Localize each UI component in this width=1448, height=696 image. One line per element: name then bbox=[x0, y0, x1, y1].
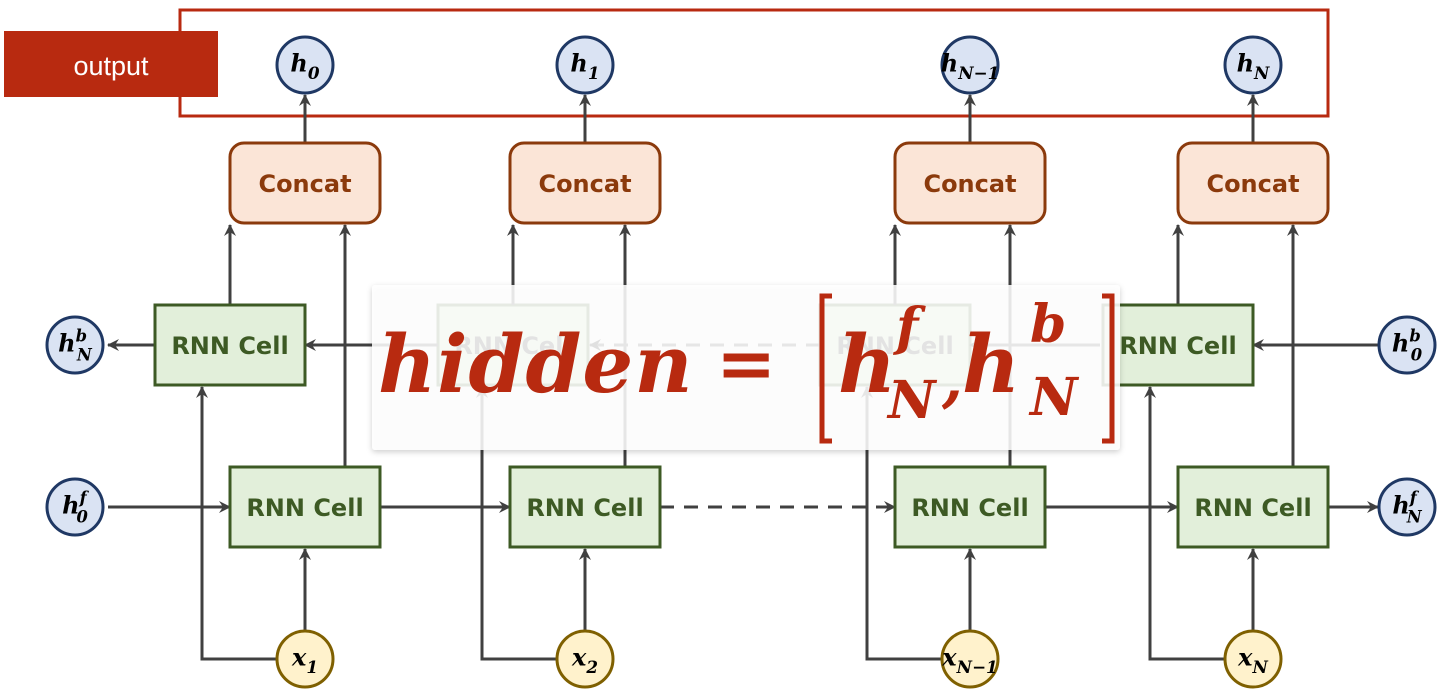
output-node-3-shape bbox=[1223, 35, 1283, 95]
forward-rnn-cell-3-label: RNN Cell bbox=[1194, 494, 1311, 522]
concat-box-0-label: Concat bbox=[258, 170, 351, 198]
formula-term1-base: h bbox=[838, 317, 896, 411]
forward-rnn-cell-2-shape bbox=[893, 465, 1047, 549]
formula-term2-base: h bbox=[962, 317, 1020, 411]
faded-backward-rnn-cell-1-label: RNN Cell bbox=[454, 332, 571, 360]
backward-final-state-shape bbox=[45, 315, 105, 375]
output-tab bbox=[4, 31, 218, 97]
backward-rnn-cell-0-label: RNN Cell bbox=[171, 332, 288, 360]
input-node-3-label: xN bbox=[1237, 643, 1268, 677]
forward-rnn-cell-0-shape bbox=[228, 465, 382, 549]
formula-left-bracket bbox=[819, 293, 832, 444]
input-node-3-shape bbox=[1223, 629, 1283, 689]
output-node-1-label: h1 bbox=[570, 49, 599, 83]
formula-equals: = bbox=[716, 320, 776, 405]
input-node-0-shape bbox=[275, 629, 335, 689]
output-tab-label: output bbox=[73, 51, 149, 81]
input-node-2-shape bbox=[940, 629, 1000, 689]
input-node-1-label: x2 bbox=[571, 643, 598, 677]
concat-box-3: Concat bbox=[1176, 141, 1330, 225]
output-node-0: h0 bbox=[275, 35, 335, 95]
input-node-1: x2 bbox=[555, 629, 615, 689]
forward-rnn-cell-3: RNN Cell bbox=[1176, 465, 1330, 549]
input-to-backward-arrow bbox=[1144, 386, 1225, 661]
backward-rnn-cell-0: RNN Cell bbox=[153, 303, 307, 387]
forward-rnn-cell-2-label: RNN Cell bbox=[911, 494, 1028, 522]
forward-rnn-cell-3-shape bbox=[1176, 465, 1330, 549]
forward-init-state-shape bbox=[45, 477, 105, 537]
input-node-2-label: xN−1 bbox=[941, 643, 997, 677]
concat-box-3-label: Concat bbox=[1206, 170, 1299, 198]
forward-rnn-cell-0-label: RNN Cell bbox=[246, 494, 363, 522]
faded-backward-rnn-cell-2: RNN Cell bbox=[818, 303, 972, 387]
formula-term1-sub: N bbox=[886, 370, 938, 431]
forward-final-state-shape bbox=[1377, 477, 1437, 537]
output-node-0-shape bbox=[275, 35, 335, 95]
formula-term2-sub: N bbox=[1028, 367, 1080, 428]
output-node-1-shape bbox=[555, 35, 615, 95]
input-node-2: xN−1 bbox=[940, 629, 1000, 689]
forward-rnn-cell-1-label: RNN Cell bbox=[526, 494, 643, 522]
concat-box-1: Concat bbox=[508, 141, 662, 225]
output-node-1: h1 bbox=[555, 35, 615, 95]
input-node-1-shape bbox=[555, 629, 615, 689]
forward-rnn-cell-0: RNN Cell bbox=[228, 465, 382, 549]
forward-rnn-cell-1-shape bbox=[508, 465, 662, 549]
formula-separator: , bbox=[941, 345, 963, 415]
input-node-0: x1 bbox=[275, 629, 335, 689]
concat-box-1-label: Concat bbox=[538, 170, 631, 198]
concat-box-2: Concat bbox=[893, 141, 1047, 225]
formula-lhs: hidden bbox=[378, 317, 694, 411]
concat-box-2-label: Concat bbox=[923, 170, 1016, 198]
faded-background: RNN Cell RNN Cell bbox=[375, 288, 1100, 448]
backward-init-state-shape bbox=[1377, 315, 1437, 375]
backward-rnn-cell-3-label: RNN Cell bbox=[1119, 332, 1236, 360]
backward-rnn-cell-3: RNN Cell bbox=[1101, 303, 1255, 387]
faded-backward-rnn-cell-2-label: RNN Cell bbox=[836, 332, 953, 360]
output-node-3: hN bbox=[1223, 35, 1283, 95]
concat-box-1-shape bbox=[508, 141, 662, 225]
backward-rnn-cell-0-shape bbox=[153, 303, 307, 387]
output-frame bbox=[178, 8, 1330, 118]
concat-box-0: Concat bbox=[228, 141, 382, 225]
output-node-2-shape bbox=[940, 35, 1000, 95]
input-to-backward-arrow bbox=[476, 386, 557, 661]
input-to-backward-arrow bbox=[861, 386, 942, 661]
forward-rnn-cell-2: RNN Cell bbox=[893, 465, 1047, 549]
formula-term2-sup: b bbox=[1030, 294, 1066, 355]
input-to-backward-arrow bbox=[196, 386, 277, 661]
input-node-0-label: x1 bbox=[291, 643, 318, 677]
concat-box-2-shape bbox=[893, 141, 1047, 225]
formula-right-bracket bbox=[1102, 293, 1115, 444]
output-node-2-label: hN−1 bbox=[941, 49, 1000, 83]
output-node-0-label: h0 bbox=[290, 49, 319, 83]
input-node-3: xN bbox=[1223, 629, 1283, 689]
concat-box-0-shape bbox=[228, 141, 382, 225]
output-node-3-label: hN bbox=[1237, 49, 1270, 83]
output-node-2: hN−1 bbox=[940, 35, 1000, 95]
forward-rnn-cell-1: RNN Cell bbox=[508, 465, 662, 549]
concat-box-3-shape bbox=[1176, 141, 1330, 225]
